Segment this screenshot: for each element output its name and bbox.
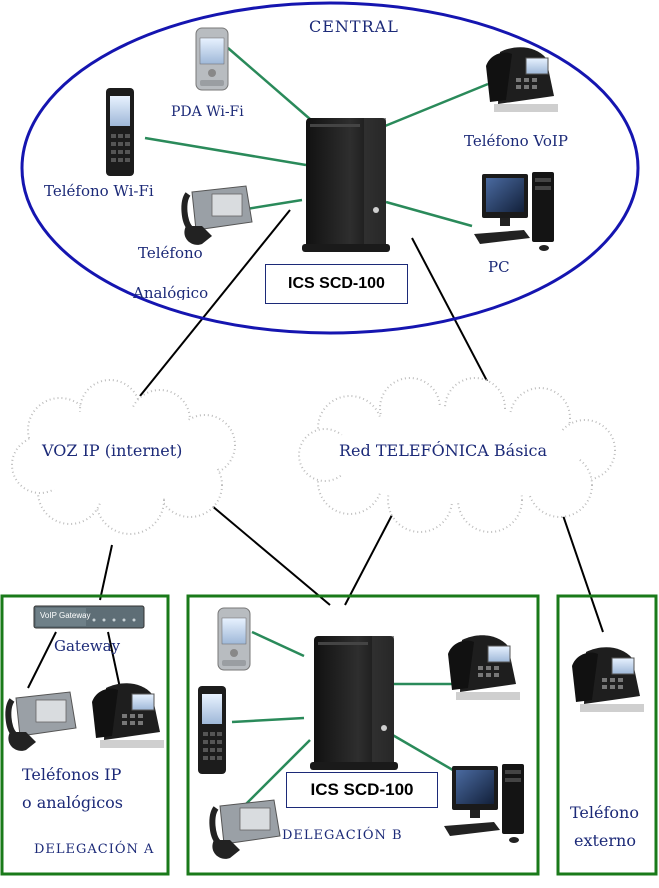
delegacion-b-pc-icon <box>444 764 524 843</box>
voip-network-label: VOZ IP (internet) <box>42 441 183 460</box>
cloud-voip-fill <box>24 407 220 503</box>
delegacion-a-phone1-icon <box>8 692 76 751</box>
link-central-voip <box>139 209 291 397</box>
link-pstn-delegacion-b <box>344 514 393 606</box>
delegacion-a-phone2-icon <box>91 682 165 749</box>
analog-phone-label-line1: Teléfono <box>138 244 203 262</box>
analog-phone-label-line2: Analógico <box>133 284 209 300</box>
delegacion-a-phones-line1: Teléfonos IP <box>22 765 122 784</box>
gateway-label: Gateway <box>54 637 121 655</box>
delegacion-b-pda-icon <box>217 607 251 671</box>
central-server-icon <box>302 118 390 252</box>
gateway-icon <box>33 605 145 629</box>
pc-label: PC <box>488 258 510 276</box>
link-voip-delegacion-b <box>204 499 331 606</box>
voip-phone-label: Teléfono VoIP <box>464 132 568 150</box>
delegacion-b-server-icon <box>310 636 398 770</box>
delegacion-a-title: DELEGACIÓN A <box>34 842 155 857</box>
delegacion-b-server-label: ICS SCD-100 <box>286 772 438 808</box>
delegacion-a-phones-line2: o analógicos <box>22 793 124 812</box>
delegacion-b-analog-phone-icon <box>212 800 280 859</box>
external-label-line1: Teléfono <box>570 803 639 822</box>
external-box <box>556 594 658 876</box>
central-pda-icon <box>195 27 229 91</box>
delegacion-b-title: DELEGACIÓN B <box>282 828 403 843</box>
link-voip-gateway <box>99 544 113 601</box>
central-ellipse <box>20 1 640 335</box>
central-title: CENTRAL <box>309 17 399 36</box>
link-gateway-phone2 <box>107 631 121 689</box>
link-gateway-phone1 <box>27 631 57 689</box>
wifi-phone-label: Teléfono Wi-Fi <box>44 182 154 200</box>
delegacion-b-wifi-phone-icon <box>198 686 226 774</box>
delegacion-b-box <box>186 594 540 876</box>
delegacion-b-voip-phone-icon <box>447 634 521 701</box>
central-wifi-phone-icon <box>106 88 134 176</box>
pstn-network-label: Red TELEFÓNICA Básica <box>339 441 548 460</box>
external-label-line2: externo <box>574 831 636 850</box>
gateway-device-text: VoIP Gateway <box>40 611 91 620</box>
central-voip-phone-icon <box>485 46 559 113</box>
central-server-label: ICS SCD-100 <box>265 264 408 304</box>
pda-label: PDA Wi-Fi <box>171 104 244 120</box>
cloud-pstn-fill <box>330 407 580 503</box>
delegacion-a-box <box>0 594 170 876</box>
central-pc-icon <box>474 172 554 251</box>
external-phone-icon <box>571 646 645 713</box>
central-analog-phone-icon <box>184 186 252 245</box>
